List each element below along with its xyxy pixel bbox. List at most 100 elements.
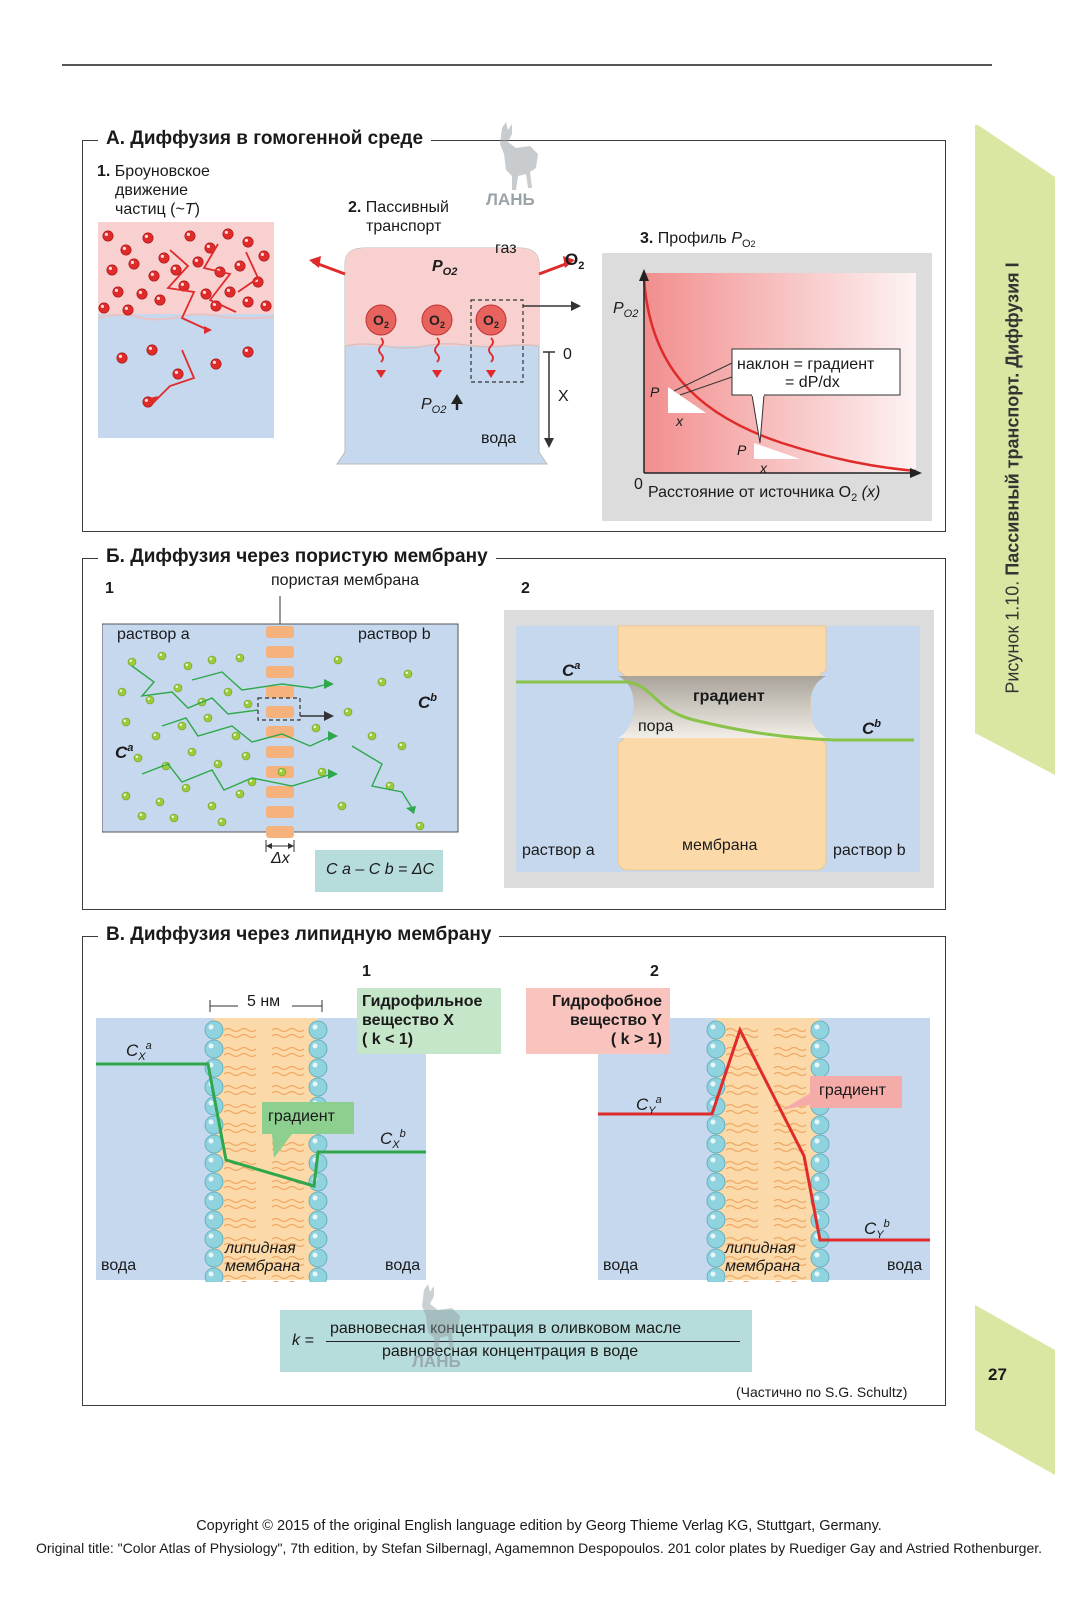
c1-gradient-label: градиент [268, 1108, 335, 1125]
lipid-head [706, 1172, 726, 1192]
particle [231, 731, 241, 741]
particle [235, 789, 245, 799]
particle [187, 747, 197, 757]
b2-membrane-label: мембрана [682, 837, 758, 854]
c2-cyb: CYb [864, 1218, 890, 1241]
particle [397, 741, 407, 751]
a3-xlabel: Расстояние от источника O2 (x) [648, 484, 881, 504]
c1-water-right: вода [385, 1257, 421, 1274]
lipid-head [204, 1248, 224, 1268]
particle [121, 717, 131, 727]
c-formula-k: k = [292, 1332, 314, 1349]
particle [106, 264, 118, 276]
b1-solution-b: раствор b [358, 626, 431, 643]
particle [234, 260, 246, 272]
membrane-segment [266, 726, 294, 738]
lipid-head [308, 1077, 328, 1097]
c1-lipid-diagram [96, 1000, 426, 1282]
watermark-text-bottom: ЛАНЬ [412, 1352, 461, 1371]
a1-caption: 1. Броуновское движение частиц (~T) [97, 163, 210, 218]
particle [169, 813, 179, 823]
membrane-segment [266, 706, 294, 718]
c2-water-right: вода [887, 1257, 923, 1274]
c2-number: 2 [650, 963, 659, 980]
particle [317, 767, 327, 777]
lipid-head [308, 1191, 328, 1211]
lipid-head [204, 1039, 224, 1059]
particle [243, 699, 253, 709]
a1-brownian-diagram [98, 222, 274, 438]
particle [183, 661, 193, 671]
b2-solution-a: раствор a [522, 842, 595, 859]
deer-watermark-icon [500, 122, 538, 190]
membrane-segment [266, 686, 294, 698]
b2-number: 2 [521, 580, 530, 597]
particle [207, 655, 217, 665]
o2-molecule [421, 304, 453, 336]
b2-solution-b: раствор b [833, 842, 906, 859]
a2-po2-gas: PO2 [432, 258, 458, 278]
c-formula-numerator: равновесная концентрация в оливковом мас… [330, 1320, 682, 1337]
lipid-head [706, 1153, 726, 1173]
lipid-head [308, 1210, 328, 1230]
lipid-head [308, 1020, 328, 1040]
c2-cya: CYa [636, 1094, 662, 1117]
lipid-head [204, 1172, 224, 1192]
particle [200, 288, 212, 300]
particle [145, 695, 155, 705]
lipid-head [204, 1229, 224, 1249]
c1-water-left: вода [101, 1257, 137, 1274]
a2-o2-label: O2 [565, 250, 585, 272]
particle [170, 264, 182, 276]
particle [337, 801, 347, 811]
particle [415, 821, 425, 831]
particle [242, 346, 254, 358]
lipid-head [308, 1172, 328, 1192]
o2-molecule [365, 304, 397, 336]
b1-ca: Ca [115, 742, 134, 762]
c1-number: 1 [362, 963, 371, 980]
particle [112, 286, 124, 298]
lipid-head [706, 1267, 726, 1282]
lipid-head [706, 1191, 726, 1211]
particle [343, 707, 353, 717]
particle [154, 294, 166, 306]
a2-water-label: вода [481, 430, 517, 447]
a3-slope-line1: наклон = градиент [737, 356, 875, 373]
particle [258, 250, 270, 262]
a3-tri1-x: x [676, 413, 683, 429]
lipid-head [706, 1229, 726, 1249]
a3-profile-chart [602, 253, 932, 521]
b2-ca: Ca [562, 660, 581, 680]
b1-membrane-label: пористая мембрана [271, 572, 419, 589]
particle [148, 270, 160, 282]
particle [181, 783, 191, 793]
particle [177, 721, 187, 731]
a3-tri1-p: P [650, 384, 660, 400]
c1-substance-box [357, 988, 501, 1054]
a2-po2-water: PO2 [421, 396, 447, 416]
particle [98, 302, 110, 314]
particle [121, 791, 131, 801]
lipid-head [810, 1039, 830, 1059]
b1-cb: Cb [418, 692, 438, 712]
lipid-head [810, 1267, 830, 1282]
lipid-head [308, 1039, 328, 1059]
particle [128, 258, 140, 270]
lipid-head [810, 1134, 830, 1154]
deer-watermark-icon-bottom [422, 1284, 460, 1352]
lipid-head [204, 1267, 224, 1282]
side-tab [975, 125, 1055, 1475]
a2-caption: 2. Пассивный транспорт [348, 199, 449, 235]
lipid-head [810, 1058, 830, 1078]
membrane-segment [266, 626, 294, 638]
lipid-head [308, 1267, 328, 1282]
a3-tri2-x: x [760, 460, 767, 476]
o2-molecule [475, 304, 507, 336]
b1-dx: Δx [271, 850, 290, 867]
particle [122, 304, 134, 316]
b2-gradient-label: градиент [693, 688, 765, 705]
